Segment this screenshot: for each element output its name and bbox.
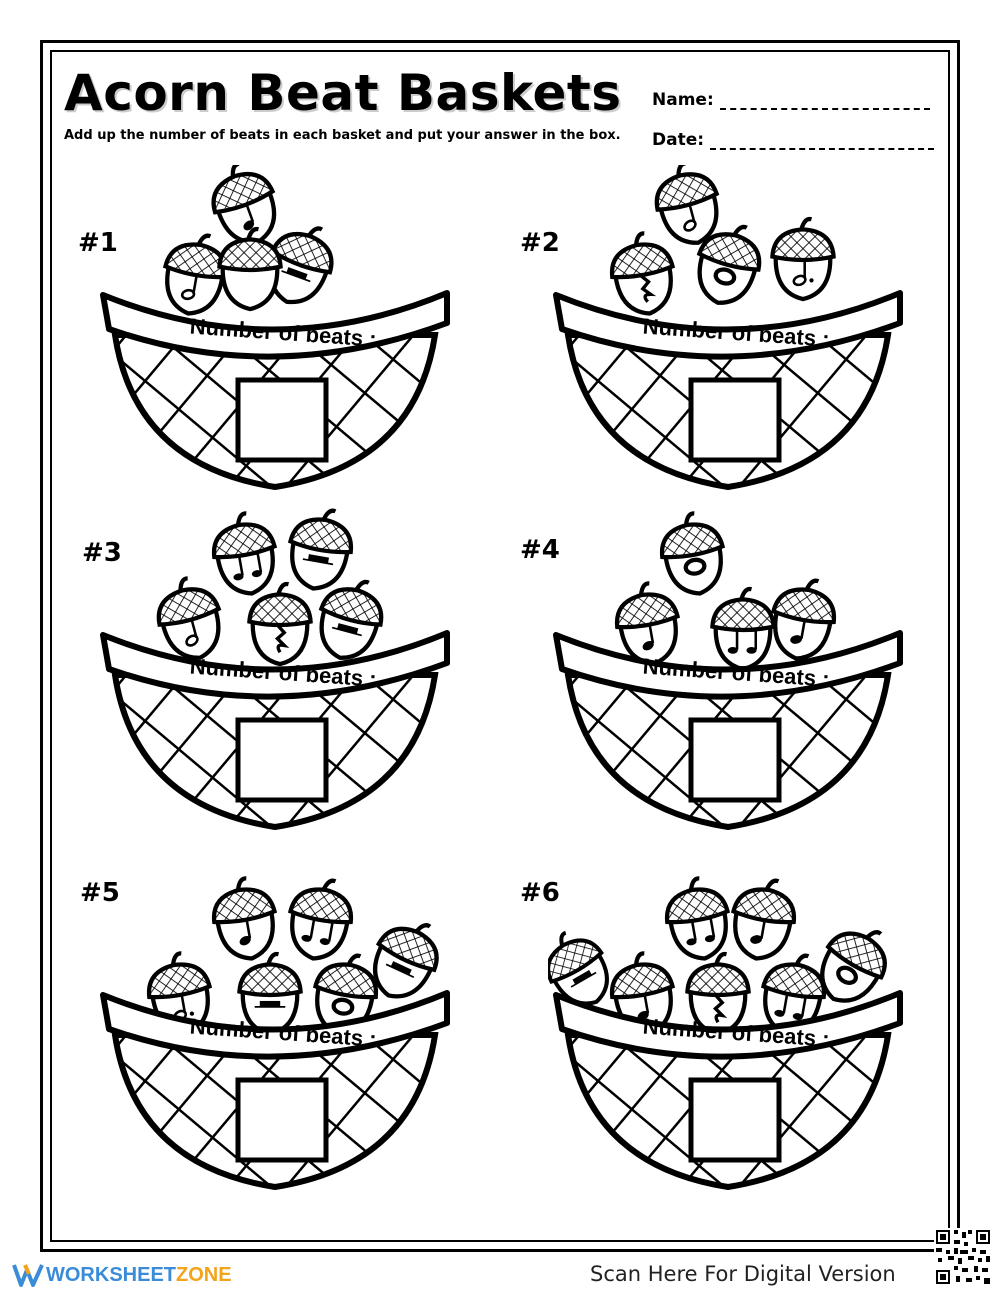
acorn-icon — [614, 581, 681, 666]
acorn-icon — [268, 226, 334, 305]
acorn-icon — [247, 581, 313, 667]
dotted-half-note-icon — [792, 258, 814, 287]
half-rest-icon — [385, 961, 415, 979]
qr-code-icon[interactable] — [934, 1228, 992, 1286]
date-line[interactable] — [710, 132, 935, 150]
basket-number-2: #2 — [520, 228, 560, 258]
quarter-note-icon — [239, 917, 252, 946]
half-rest-icon — [281, 267, 311, 283]
answer-box — [688, 377, 782, 463]
basket-number-6: #6 — [520, 878, 560, 908]
acorn-icon — [685, 951, 751, 1037]
whole-note-icon — [713, 267, 737, 286]
eighth-notes-icon — [686, 916, 716, 946]
basket-1: Number of beats : — [95, 165, 455, 500]
acorn-icon — [730, 878, 797, 961]
eighth-notes-icon — [727, 628, 758, 654]
acorn-icon — [654, 165, 720, 245]
instructions: Add up the number of beats in each baske… — [64, 128, 621, 143]
acorn-icon — [211, 165, 277, 245]
basket-number-4: #4 — [520, 535, 560, 565]
basket-number-1: #1 — [78, 228, 118, 258]
half-rest-icon — [254, 1000, 286, 1008]
acorn-icon — [211, 511, 278, 596]
half-rest-icon — [302, 554, 334, 566]
acorn-icon — [664, 876, 731, 961]
scan-text: Scan Here For Digital Version — [590, 1262, 896, 1286]
acorn-icon — [373, 923, 439, 999]
outer-border — [40, 40, 960, 1252]
name-line[interactable] — [719, 92, 930, 110]
acorn-icon — [696, 224, 762, 305]
whole-note-icon — [836, 965, 858, 985]
basket-4: Number of beats : — [548, 505, 908, 840]
eighth-notes-icon — [301, 917, 334, 946]
answer-box — [235, 377, 329, 463]
quarter-rest-icon — [639, 274, 657, 303]
acorn-icon — [770, 216, 836, 302]
half-note-icon — [683, 202, 697, 232]
quarter-rest-icon — [712, 993, 728, 1024]
acorn-icon — [770, 578, 837, 661]
whole-note-icon — [331, 997, 355, 1016]
acorn-icon — [659, 511, 726, 596]
answer-box — [235, 1077, 329, 1163]
acorn-icon — [211, 876, 278, 961]
acorn-icon — [318, 579, 384, 660]
quarter-note-icon — [642, 622, 655, 651]
basket-2: Number of beats : — [548, 165, 908, 500]
basket-number-5: #5 — [80, 878, 120, 908]
acorn-icon — [710, 586, 776, 672]
answer-box — [235, 717, 329, 803]
acorn-icon — [287, 878, 354, 961]
page-title: Acorn Beat Baskets — [64, 64, 622, 122]
date-label: Date: — [652, 130, 705, 150]
quarter-note-icon — [790, 618, 807, 644]
date-field[interactable]: Date: — [652, 130, 935, 150]
quarter-note-icon — [243, 202, 255, 231]
brand-part2: ZONE — [176, 1263, 232, 1286]
answer-box — [688, 717, 782, 803]
basket-3: Number of beats : — [95, 505, 455, 840]
half-rest-icon — [570, 970, 597, 988]
acorn-icon — [156, 576, 222, 660]
acorn-icon — [217, 226, 283, 312]
inner-border — [50, 50, 950, 1242]
acorn-icon — [287, 508, 354, 591]
half-rest-icon — [331, 623, 362, 637]
eighth-notes-icon — [774, 992, 807, 1021]
basket-number-3: #3 — [82, 538, 122, 568]
basket-6: Number of beats : — [548, 865, 908, 1200]
answer-box — [688, 1077, 782, 1163]
name-field[interactable]: Name: — [652, 90, 930, 110]
half-note-icon — [180, 273, 199, 301]
whole-note-icon — [683, 557, 707, 576]
quarter-rest-icon — [274, 623, 290, 654]
eighth-notes-icon — [233, 551, 263, 581]
acorn-icon — [609, 231, 676, 316]
acorn-icon — [548, 930, 609, 1006]
acorn-icon — [820, 930, 887, 1003]
brand-part1: WORKSHEET — [46, 1263, 176, 1286]
basket-5: Number of beats : — [95, 865, 455, 1200]
quarter-note-icon — [750, 918, 767, 944]
name-label: Name: — [652, 90, 714, 110]
logo-icon — [12, 1264, 44, 1287]
half-note-icon — [185, 617, 199, 647]
